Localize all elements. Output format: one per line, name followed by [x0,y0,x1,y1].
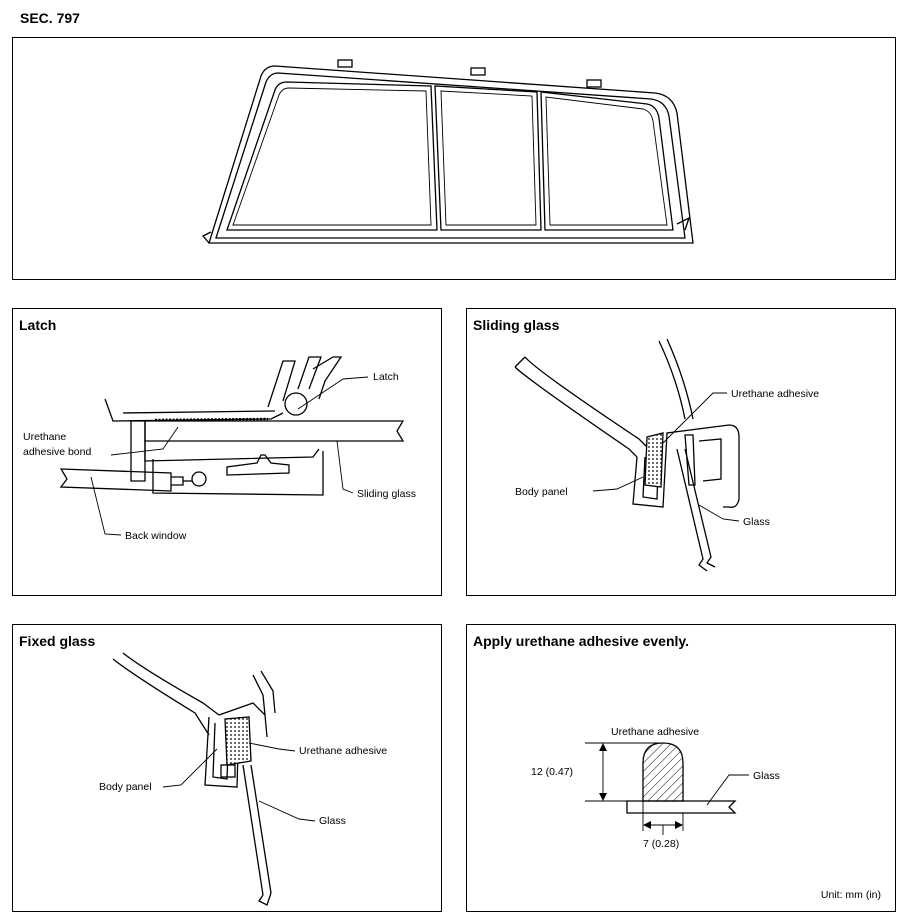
apply-adhesive-panel: Apply urethane adhesive evenly. Urethane… [466,624,896,912]
width-dimension: 7 (0.28) [643,838,679,850]
latch-panel: Latch Latch Urethane adhesive bond Slidi… [12,308,442,596]
fixed-glass-title: Fixed glass [19,633,96,649]
height-dimension: 12 (0.47) [531,766,573,778]
sliding-adhesive-label: Urethane adhesive [731,388,819,400]
fixed-glass-panel: Fixed glass Urethane adhesive Body panel [12,624,442,912]
latch-label: Latch [373,371,399,383]
fixed-adhesive-label: Urethane adhesive [299,745,387,757]
back-window-label: Back window [125,530,187,542]
window-overview-panel [12,37,896,280]
apply-title: Apply urethane adhesive evenly. [473,633,690,649]
sliding-glass-panel: Sliding glass Urethane adhesive Body pan… [466,308,896,596]
sliding-body-panel-label: Body panel [515,486,568,498]
latch-title: Latch [19,317,57,333]
section-number: SEC. 797 [20,10,80,26]
latch-adhesive-label-2: adhesive bond [23,446,91,458]
rear-window-drawing [201,59,694,244]
fixed-glass-drawing: Urethane adhesive Body panel Glass [99,652,387,906]
sliding-glass-label: Sliding glass [357,488,416,500]
fixed-glass-callout: Glass [319,815,346,827]
adhesive-profile-drawing: Urethane adhesive 12 (0.47) 7 (0.28) Gla… [531,726,780,850]
latch-adhesive-label-1: Urethane [23,431,66,443]
fixed-body-panel-label: Body panel [99,781,152,793]
sliding-glass-title: Sliding glass [473,317,560,333]
apply-glass-label: Glass [753,770,780,782]
sliding-glass-drawing: Urethane adhesive Body panel Glass [514,338,819,572]
latch-drawing: Latch Urethane adhesive bond Sliding gla… [23,356,416,542]
apply-adhesive-label: Urethane adhesive [611,726,699,738]
sliding-glass-callout: Glass [743,516,770,528]
unit-note: Unit: mm (in) [820,889,881,901]
